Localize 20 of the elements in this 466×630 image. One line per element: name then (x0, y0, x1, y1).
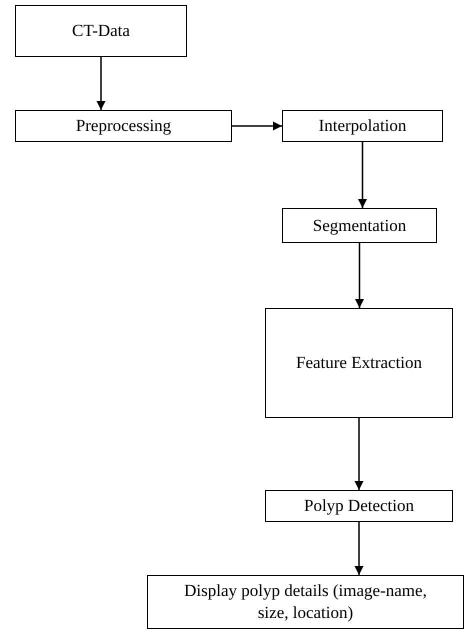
process-box (147, 575, 464, 629)
arrow (355, 243, 364, 308)
arrow (354, 418, 364, 490)
arrow (354, 522, 364, 575)
box-label: Segmentation (312, 214, 406, 236)
box-label: Polyp Detection (304, 495, 414, 517)
box-label: Display polyp details (image-name, size, location) (183, 580, 428, 624)
process-box (265, 308, 453, 418)
arrow (96, 57, 106, 110)
box-label: Feature Extraction (296, 352, 422, 374)
box-label: Preprocessing (76, 115, 172, 137)
process-box (282, 110, 443, 142)
arrow (358, 142, 367, 208)
box-label: Interpolation (318, 115, 406, 137)
process-box (15, 5, 187, 57)
box-label: CT-Data (72, 20, 130, 42)
process-box (265, 490, 453, 522)
process-box (282, 208, 437, 243)
process-box (15, 110, 232, 142)
arrow (232, 122, 282, 130)
